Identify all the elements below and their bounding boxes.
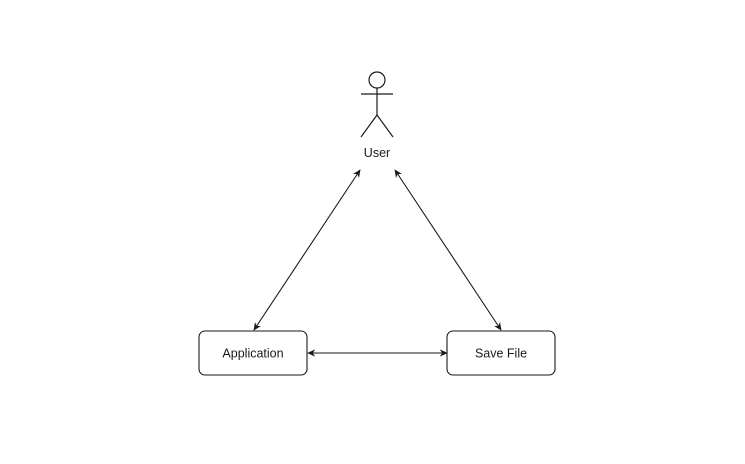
node-save-file[interactable]: Save File — [446, 330, 556, 376]
node-user[interactable]: User — [360, 71, 394, 160]
save-file-label: Save File — [475, 347, 527, 361]
user-label: User — [364, 146, 390, 160]
application-label: Application — [222, 347, 283, 361]
edge-user-application[interactable] — [253, 169, 361, 331]
node-application[interactable]: Application — [198, 330, 308, 376]
user-actor-icon — [360, 71, 394, 138]
edge-user-save-file[interactable] — [394, 169, 502, 331]
save-file-box — [446, 330, 556, 376]
application-box — [198, 330, 308, 376]
